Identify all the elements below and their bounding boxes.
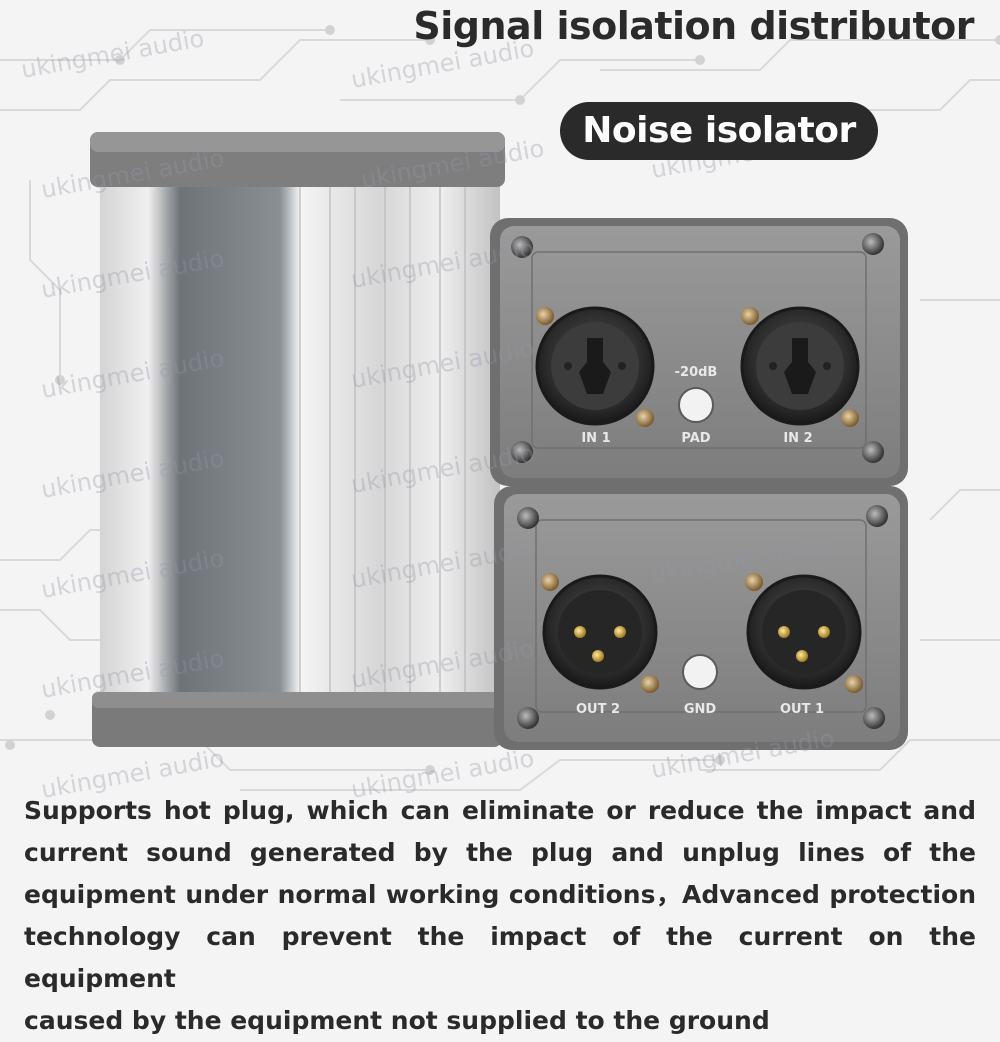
in2-label: IN 2 — [783, 431, 812, 446]
description-line: technology can prevent the impact of the… — [24, 922, 976, 993]
enclosure-body — [90, 132, 505, 747]
circuit-background — [0, 25, 1000, 791]
input-jack-1[interactable] — [535, 306, 655, 427]
description-line: equipment under normal working condition… — [24, 880, 976, 909]
output-jack-2[interactable] — [541, 573, 659, 693]
output-jack-1[interactable] — [745, 573, 863, 693]
gnd-button[interactable] — [682, 654, 718, 690]
description-line: caused by the equipment not supplied to … — [24, 1006, 770, 1035]
description-line: current sound generated by the plug and … — [24, 838, 976, 867]
gnd-label: GND — [684, 702, 717, 717]
noise-isolator-badge: Noise isolator — [560, 102, 878, 160]
out2-label: OUT 2 — [576, 702, 620, 717]
product-description: Supports hot plug, which can eliminate o… — [24, 790, 976, 1042]
output-panel: OUT 2 GND OUT 1 — [494, 486, 908, 750]
input-panel: -20dB IN 1 PAD IN 2 — [490, 218, 908, 486]
input-jack-2[interactable] — [740, 306, 860, 427]
out1-label: OUT 1 — [780, 702, 824, 717]
pad-button[interactable] — [678, 387, 714, 423]
in1-label: IN 1 — [581, 431, 610, 446]
pad-label: PAD — [681, 431, 710, 446]
pad-sublabel: -20dB — [675, 365, 718, 380]
product-illustration: -20dB IN 1 PAD IN 2 — [90, 132, 908, 750]
description-line: Supports hot plug, which can eliminate o… — [24, 796, 976, 825]
page-title: Signal isolation distributor — [413, 4, 974, 48]
